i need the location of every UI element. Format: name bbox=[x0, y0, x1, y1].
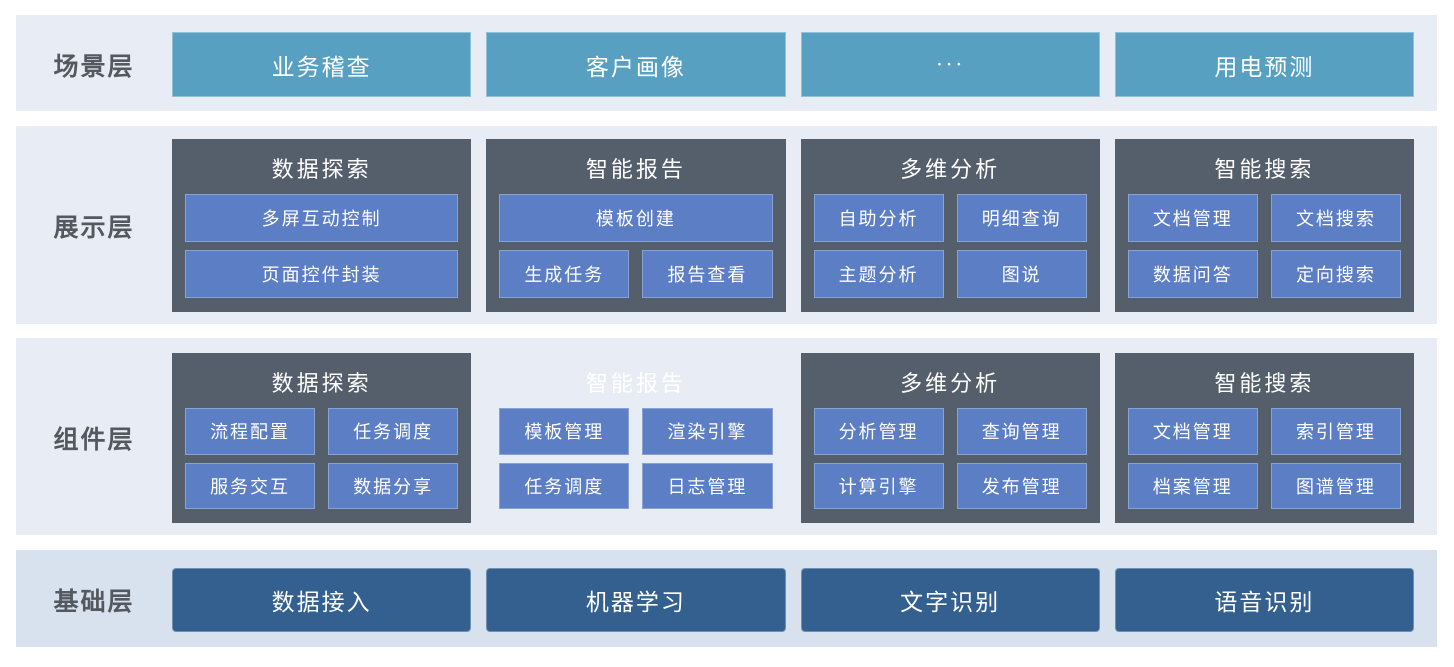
component-group-smart-search: 智能搜索 文档管理 索引管理 档案管理 图谱管理 bbox=[1114, 353, 1414, 523]
item-page-widget-packaging: 页面控件封装 bbox=[185, 250, 459, 298]
group-title-smart-search: 智能搜索 bbox=[1214, 371, 1315, 396]
item-targeted-search: 定向搜索 bbox=[1270, 250, 1401, 298]
base-boxes: 数据接入 机器学习 文字识别 语音识别 bbox=[172, 568, 1437, 632]
layer-label-display: 展示层 bbox=[53, 213, 135, 242]
item-generation-task: 生成任务 bbox=[499, 250, 630, 298]
display-group-multi-dim-analysis: 多维分析 自助分析 明细查询 主题分析 图说 bbox=[800, 139, 1100, 312]
component-group-multi-dim-analysis: 多维分析 分析管理 查询管理 计算引擎 发布管理 bbox=[800, 353, 1100, 523]
layer-component: 组件层 数据探索 流程配置 任务调度 服务交互 数据分享 智能报告 模板管理 渲… bbox=[16, 338, 1437, 535]
base-box-asr: 语音识别 bbox=[1114, 568, 1414, 632]
group-title-data-exploration: 数据探索 bbox=[271, 157, 372, 182]
layer-label-scene: 场景层 bbox=[53, 52, 135, 81]
base-box-data-access: 数据接入 bbox=[172, 568, 472, 632]
display-group-smart-search: 智能搜索 文档管理 文档搜索 数据问答 定向搜索 bbox=[1114, 139, 1414, 312]
group-title-smart-search: 智能搜索 bbox=[1214, 157, 1315, 182]
layer-label-component: 组件层 bbox=[53, 426, 135, 454]
group-items: 流程配置 任务调度 服务交互 数据分享 bbox=[172, 402, 471, 523]
item-chart-story: 图说 bbox=[956, 250, 1087, 298]
scene-box-ellipsis: ··· bbox=[800, 32, 1100, 97]
item-data-sharing: 数据分享 bbox=[328, 462, 459, 509]
group-items: 分析管理 查询管理 计算引擎 发布管理 bbox=[801, 402, 1100, 523]
item-task-scheduling: 任务调度 bbox=[499, 462, 630, 509]
group-title-multi-dim-analysis: 多维分析 bbox=[900, 371, 1001, 396]
display-group-smart-report: 智能报告 模板创建 生成任务 报告查看 bbox=[486, 139, 786, 312]
layer-label-base: 基础层 bbox=[53, 588, 135, 616]
display-groups: 数据探索 多屏互动控制 页面控件封装 智能报告 模板创建 生成任务 报告查看 多… bbox=[172, 139, 1437, 312]
scene-box-power-forecast: 用电预测 bbox=[1114, 32, 1414, 97]
item-log-management: 日志管理 bbox=[642, 462, 773, 509]
group-items: 模板创建 生成任务 报告查看 bbox=[486, 188, 785, 312]
scene-boxes: 业务稽查 客户画像 ··· 用电预测 bbox=[172, 32, 1437, 97]
item-index-management: 索引管理 bbox=[1270, 408, 1401, 455]
item-report-view: 报告查看 bbox=[642, 250, 773, 298]
component-group-smart-report: 智能报告 模板管理 渲染引擎 任务调度 日志管理 bbox=[486, 353, 785, 523]
item-archive-management: 档案管理 bbox=[1127, 462, 1258, 509]
group-items: 模板管理 渲染引擎 任务调度 日志管理 bbox=[486, 402, 785, 523]
component-groups: 数据探索 流程配置 任务调度 服务交互 数据分享 智能报告 模板管理 渲染引擎 … bbox=[172, 353, 1437, 523]
group-items: 文档管理 文档搜索 数据问答 定向搜索 bbox=[1115, 188, 1414, 312]
layer-base: 基础层 数据接入 机器学习 文字识别 语音识别 bbox=[16, 550, 1437, 647]
item-topic-analysis: 主题分析 bbox=[813, 250, 944, 298]
layer-scene: 场景层 业务稽查 客户画像 ··· 用电预测 bbox=[16, 15, 1437, 111]
item-task-scheduling: 任务调度 bbox=[328, 408, 459, 455]
item-document-search: 文档搜索 bbox=[1270, 194, 1401, 242]
item-process-config: 流程配置 bbox=[185, 408, 316, 455]
group-items: 自助分析 明细查询 主题分析 图说 bbox=[801, 188, 1100, 312]
group-title-smart-report: 智能报告 bbox=[585, 157, 686, 182]
group-title-smart-report: 智能报告 bbox=[585, 371, 686, 396]
group-items: 多屏互动控制 页面控件封装 bbox=[172, 188, 471, 312]
item-analysis-management: 分析管理 bbox=[813, 408, 944, 455]
layer-display: 展示层 数据探索 多屏互动控制 页面控件封装 智能报告 模板创建 生成任务 报告… bbox=[16, 126, 1437, 324]
item-multi-screen-interaction-control: 多屏互动控制 bbox=[185, 194, 459, 242]
item-query-management: 查询管理 bbox=[956, 408, 1087, 455]
item-service-interaction: 服务交互 bbox=[185, 462, 316, 509]
scene-box-customer-profile: 客户画像 bbox=[486, 32, 786, 97]
item-compute-engine: 计算引擎 bbox=[813, 462, 944, 509]
component-group-data-exploration: 数据探索 流程配置 任务调度 服务交互 数据分享 bbox=[172, 353, 472, 523]
item-self-service-analysis: 自助分析 bbox=[813, 194, 944, 242]
item-document-management: 文档管理 bbox=[1127, 408, 1258, 455]
item-graph-management: 图谱管理 bbox=[1270, 462, 1401, 509]
item-document-management: 文档管理 bbox=[1127, 194, 1258, 242]
item-template-management: 模板管理 bbox=[499, 408, 630, 455]
scene-box-business-audit: 业务稽查 bbox=[172, 32, 472, 97]
item-template-creation: 模板创建 bbox=[499, 194, 773, 242]
group-title-data-exploration: 数据探索 bbox=[271, 371, 372, 396]
base-box-machine-learning: 机器学习 bbox=[486, 568, 786, 632]
item-data-qa: 数据问答 bbox=[1127, 250, 1258, 298]
item-publish-management: 发布管理 bbox=[956, 462, 1087, 509]
base-box-ocr: 文字识别 bbox=[800, 568, 1100, 632]
item-detail-query: 明细查询 bbox=[956, 194, 1087, 242]
group-title-multi-dim-analysis: 多维分析 bbox=[900, 157, 1001, 182]
item-rendering-engine: 渲染引擎 bbox=[642, 408, 773, 455]
display-group-data-exploration: 数据探索 多屏互动控制 页面控件封装 bbox=[172, 139, 472, 312]
group-items: 文档管理 索引管理 档案管理 图谱管理 bbox=[1115, 402, 1414, 523]
